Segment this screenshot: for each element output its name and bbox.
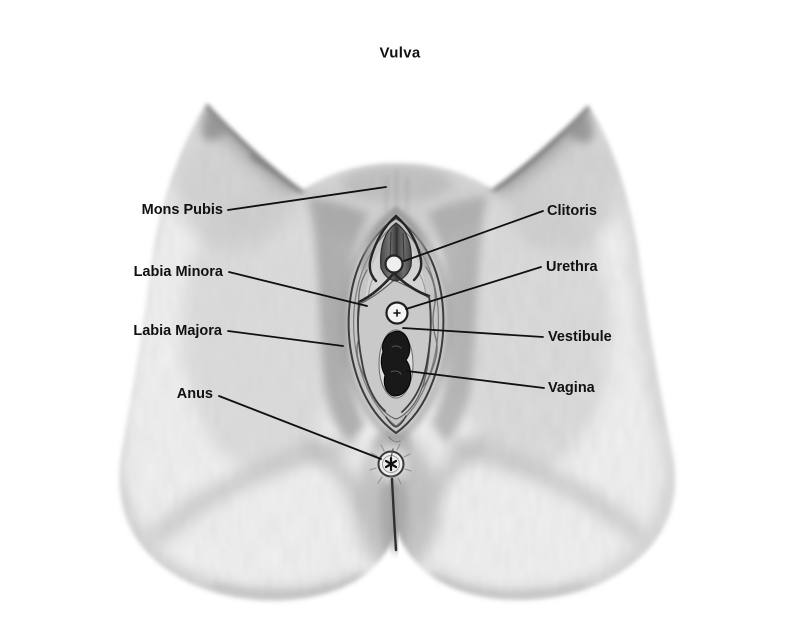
label-labia-minora: Labia Minora <box>133 264 223 280</box>
anus-structure <box>369 443 412 553</box>
label-urethra: Urethra <box>546 259 598 275</box>
vulva-structure <box>340 208 452 443</box>
leader-line-mons-pubis <box>227 186 387 211</box>
label-labia-majora: Labia Majora <box>133 323 222 339</box>
diagram-title: Vulva <box>379 44 421 62</box>
leader-line-vestibule <box>402 327 544 338</box>
leader-line-clitoris <box>403 210 544 262</box>
leader-line-labia-minora <box>228 271 368 307</box>
pencil-shading <box>119 103 676 601</box>
label-mons-pubis: Mons Pubis <box>141 202 223 218</box>
leader-line-anus <box>218 395 382 460</box>
label-vagina: Vagina <box>548 380 595 396</box>
clitoris-glans <box>384 254 404 274</box>
labia-majora-halo <box>340 209 452 443</box>
leader-line-urethra <box>405 266 542 310</box>
anus-star-mark <box>384 456 398 472</box>
label-anus: Anus <box>176 386 213 402</box>
leader-line-vagina <box>406 370 545 389</box>
vaginal-opening <box>380 330 412 397</box>
leader-line-labia-majora <box>227 330 344 347</box>
label-clitoris: Clitoris <box>547 203 597 219</box>
gluteal-crease <box>390 477 398 552</box>
leader-lines <box>218 186 545 460</box>
label-vestibule: Vestibule <box>548 329 612 345</box>
